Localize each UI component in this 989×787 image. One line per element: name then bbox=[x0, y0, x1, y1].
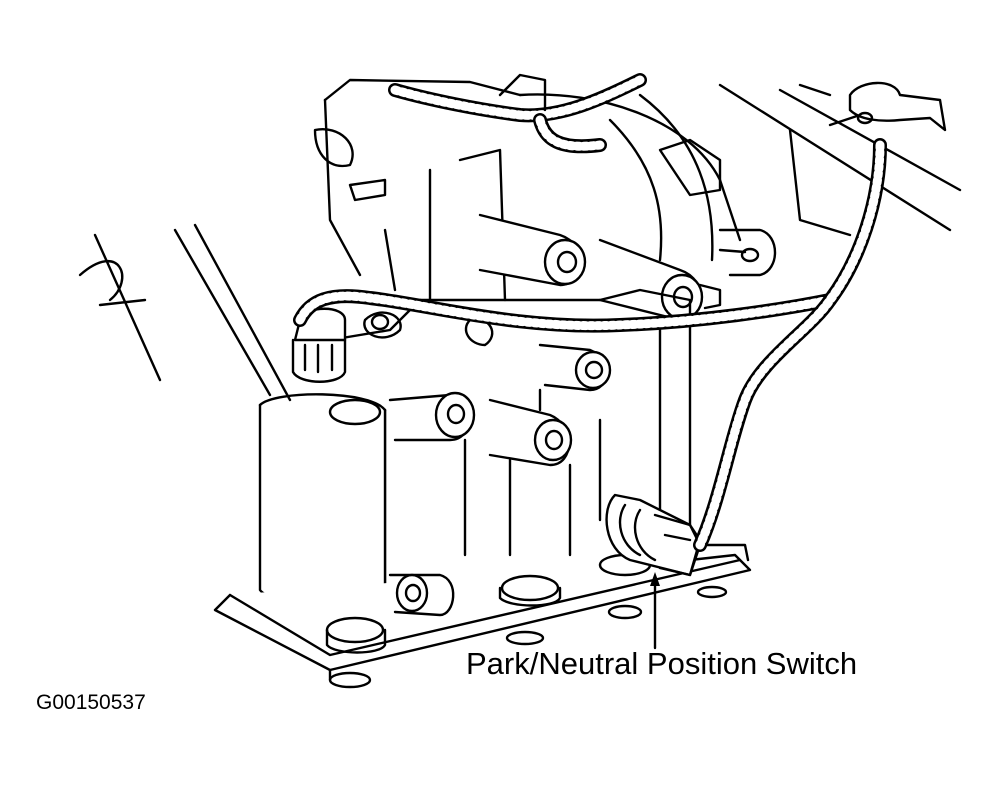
left-frame-lines bbox=[78, 223, 292, 402]
park-neutral-switch-label: Park/Neutral Position Switch bbox=[466, 646, 858, 681]
top-right-bracket bbox=[718, 81, 962, 237]
oil-pan bbox=[213, 543, 752, 689]
mounting-ear bbox=[718, 228, 777, 277]
wiring-harness bbox=[293, 73, 887, 552]
figure-id: G00150537 bbox=[36, 691, 146, 714]
callout-leader bbox=[650, 572, 660, 650]
solenoid-block bbox=[258, 307, 387, 606]
valve-body bbox=[298, 288, 692, 592]
park-neutral-switch bbox=[605, 493, 702, 577]
upper-bosses bbox=[478, 213, 722, 322]
